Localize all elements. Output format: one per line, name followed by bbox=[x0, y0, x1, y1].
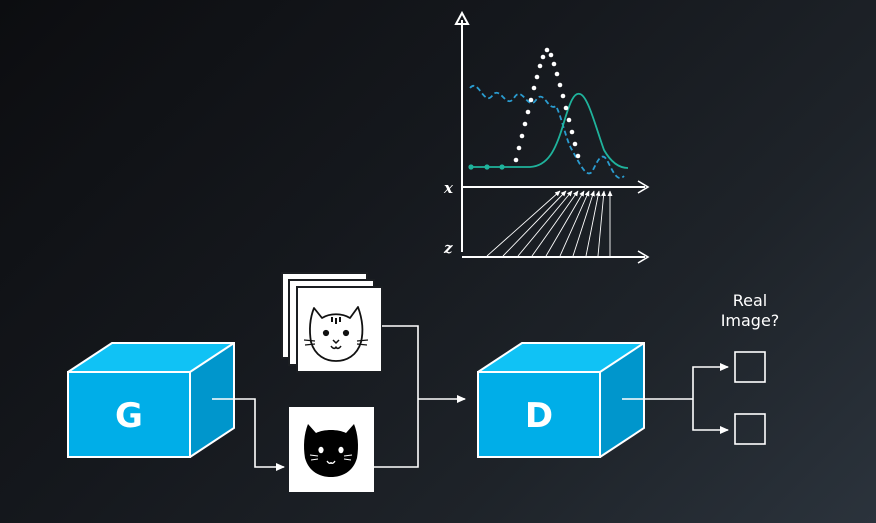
cat-black-icon bbox=[304, 424, 358, 477]
data-density-dots bbox=[513, 47, 581, 163]
teal-point bbox=[484, 164, 490, 170]
z-axis-label: z bbox=[443, 239, 453, 257]
generator-to-image-arrow bbox=[212, 398, 285, 471]
discriminator-side-face bbox=[600, 343, 644, 457]
generator-top-face bbox=[68, 343, 234, 372]
output-fake-arrow bbox=[692, 399, 729, 434]
generated-density-curve bbox=[470, 92, 629, 169]
generator-front-face bbox=[68, 372, 190, 457]
connectors bbox=[212, 325, 729, 471]
real-checkbox bbox=[734, 351, 766, 383]
x-axis-label: x bbox=[443, 179, 454, 197]
teal-point bbox=[499, 164, 505, 170]
stack-card-front bbox=[296, 286, 383, 373]
cat-outline-icon bbox=[303, 306, 369, 362]
generator-block: G bbox=[67, 342, 235, 458]
output-real-arrow bbox=[692, 363, 729, 399]
discriminator-block: D bbox=[477, 342, 645, 458]
generator-side-face bbox=[190, 343, 234, 457]
z-to-x-mapping-lines bbox=[486, 190, 613, 257]
real-image-stack bbox=[281, 272, 383, 373]
real-image-question-line1: Real bbox=[733, 291, 768, 310]
y-axis-arrow-icon bbox=[454, 10, 470, 25]
x-axis-arrow-icon bbox=[637, 180, 650, 194]
dashed-density-curve bbox=[469, 84, 625, 179]
discriminator-front-face bbox=[478, 372, 600, 457]
discriminator-label: D bbox=[525, 396, 553, 436]
generator-label: G bbox=[115, 396, 143, 436]
distribution-plot: x z bbox=[443, 10, 650, 264]
z-axis-arrow-icon bbox=[637, 250, 650, 264]
real-image-question-line2: Image? bbox=[721, 311, 780, 330]
teal-point bbox=[468, 164, 474, 170]
fake-to-d-line bbox=[374, 399, 419, 468]
discriminator-top-face bbox=[478, 343, 644, 372]
generated-image bbox=[289, 407, 374, 492]
fake-checkbox bbox=[734, 413, 766, 445]
real-to-d-line bbox=[382, 325, 419, 399]
